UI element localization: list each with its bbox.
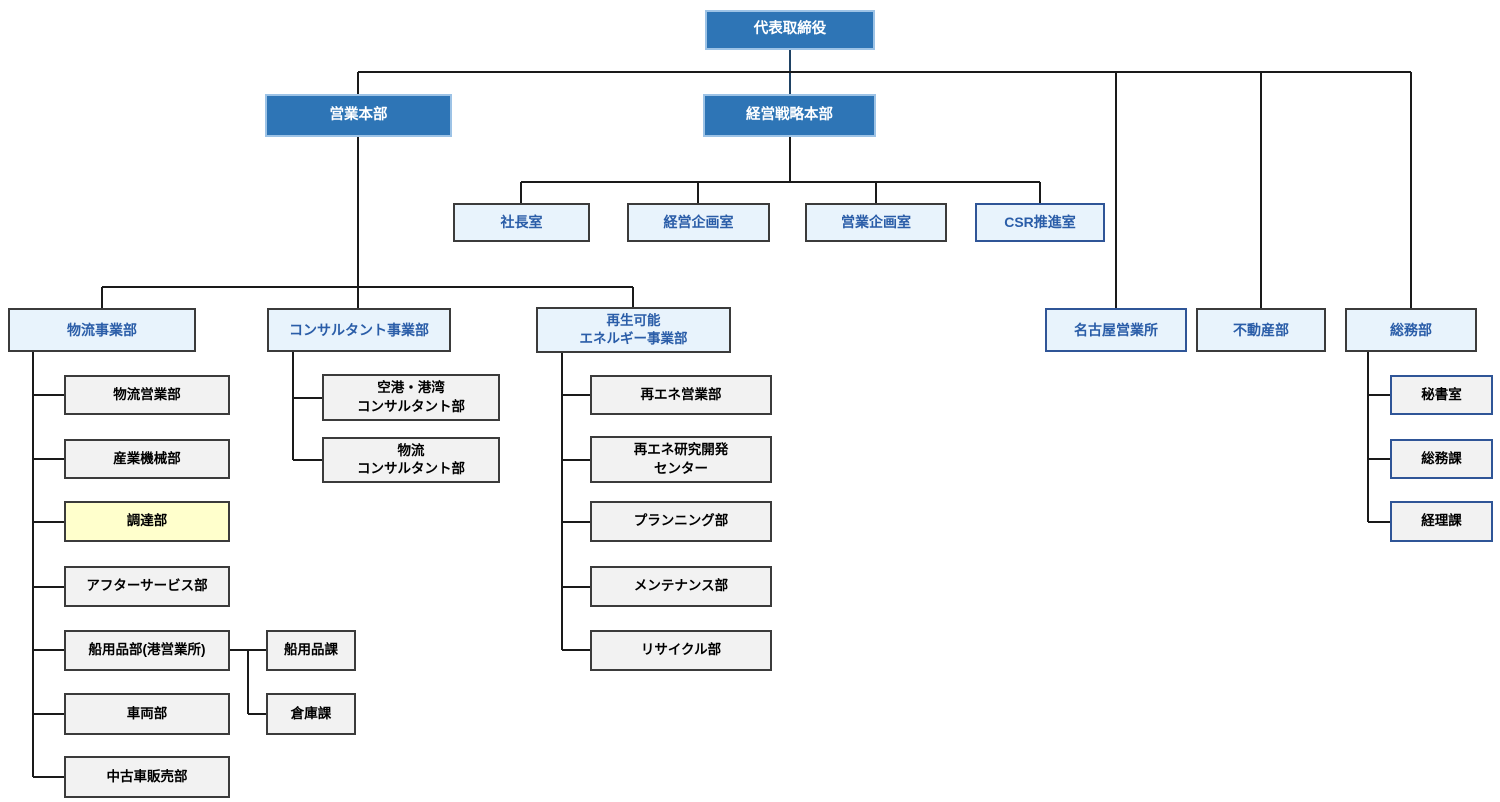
org-node-vehicle-dept: 車両部 xyxy=(64,693,230,735)
org-node-industrial-machinery-dept: 産業機械部 xyxy=(64,439,230,479)
org-node-recycle-dept: リサイクル部 xyxy=(590,630,772,671)
org-node-consultant-division: コンサルタント事業部 xyxy=(267,308,451,352)
org-node-procurement-dept-highlighted: 調達部 xyxy=(64,501,230,542)
org-node-sales-hq: 営業本部 xyxy=(265,94,452,137)
org-node-logistics-sales-dept: 物流営業部 xyxy=(64,375,230,415)
org-node-general-affairs-dept: 総務部 xyxy=(1345,308,1477,352)
org-node-president-office: 社長室 xyxy=(453,203,590,242)
org-node-ceo: 代表取締役 xyxy=(705,10,875,50)
org-node-sales-planning-office: 営業企画室 xyxy=(805,203,947,242)
org-node-ship-supplies-dept: 船用品部(港営業所) xyxy=(64,630,230,671)
org-node-used-car-sales-dept: 中古車販売部 xyxy=(64,756,230,798)
org-node-ship-supplies-section: 船用品課 xyxy=(266,630,356,671)
org-node-renewable-division: 再生可能 エネルギー事業部 xyxy=(536,307,731,353)
org-node-secretary-office: 秘書室 xyxy=(1390,375,1493,415)
org-node-renewable-sales-dept: 再エネ営業部 xyxy=(590,375,772,415)
org-node-corporate-planning-office: 経営企画室 xyxy=(627,203,770,242)
org-node-after-service-dept: アフターサービス部 xyxy=(64,566,230,607)
org-node-accounting-section: 経理課 xyxy=(1390,501,1493,542)
org-node-logistics-division: 物流事業部 xyxy=(8,308,196,352)
org-node-csr-office: CSR推進室 xyxy=(975,203,1105,242)
org-node-strategy-hq: 経営戦略本部 xyxy=(703,94,876,137)
org-node-maintenance-dept: メンテナンス部 xyxy=(590,566,772,607)
org-node-nagoya-office: 名古屋営業所 xyxy=(1045,308,1187,352)
org-node-logistics-consultant-dept: 物流 コンサルタント部 xyxy=(322,437,500,483)
org-node-renewable-rnd-center: 再エネ研究開発 センター xyxy=(590,436,772,483)
org-node-general-affairs-section: 総務課 xyxy=(1390,439,1493,479)
org-node-warehouse-section: 倉庫課 xyxy=(266,693,356,735)
org-node-airport-harbor-consultant-dept: 空港・港湾 コンサルタント部 xyxy=(322,374,500,421)
org-node-real-estate-dept: 不動産部 xyxy=(1196,308,1326,352)
org-node-planning-dept: プランニング部 xyxy=(590,501,772,542)
